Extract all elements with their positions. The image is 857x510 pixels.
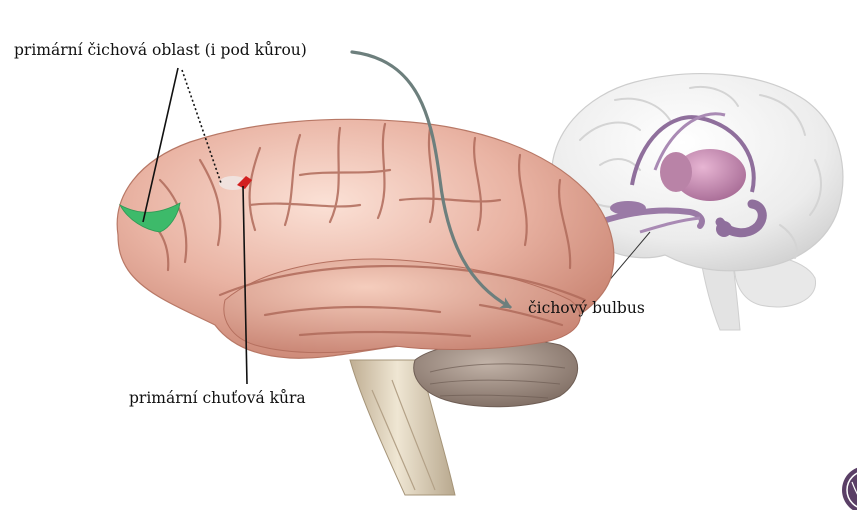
thalamus-left [660,152,692,192]
label-olfactory-bulb: čichový bulbus [528,299,645,317]
pointer-lines [142,50,512,385]
thalamus [674,149,746,201]
olfactory-area-marker [119,202,181,233]
gustatory-pointer [242,185,248,385]
brainstem [349,359,456,496]
olfactory-pointer-dotted [181,69,222,184]
label-primary-gustatory-cortex: primární chuťová kůra [129,389,306,407]
anterior-commissure [639,216,701,234]
cingulate-arc [653,112,726,171]
limbic-structures [597,112,767,238]
olfactory-arrow [350,50,512,309]
transparent-brain [551,73,844,331]
transparent-brain-stem [699,254,741,331]
label-primary-olfactory-area: primární čichová oblast (i pod kůrou) [14,41,307,59]
cerebellum [413,339,579,408]
cerebellum-folia [429,363,566,399]
logo-seal-icon [842,467,857,510]
brainstem-striations [371,379,436,491]
olfactory-pointer-solid [142,67,179,223]
main-brain [116,118,615,496]
olfactory-tract [597,207,705,229]
temporal-lobe [223,258,581,354]
olfactory-bulb-shape [610,201,646,215]
amygdala [716,221,732,237]
cortical-sulci [138,122,587,338]
gustatory-cortex-marker [237,176,252,189]
